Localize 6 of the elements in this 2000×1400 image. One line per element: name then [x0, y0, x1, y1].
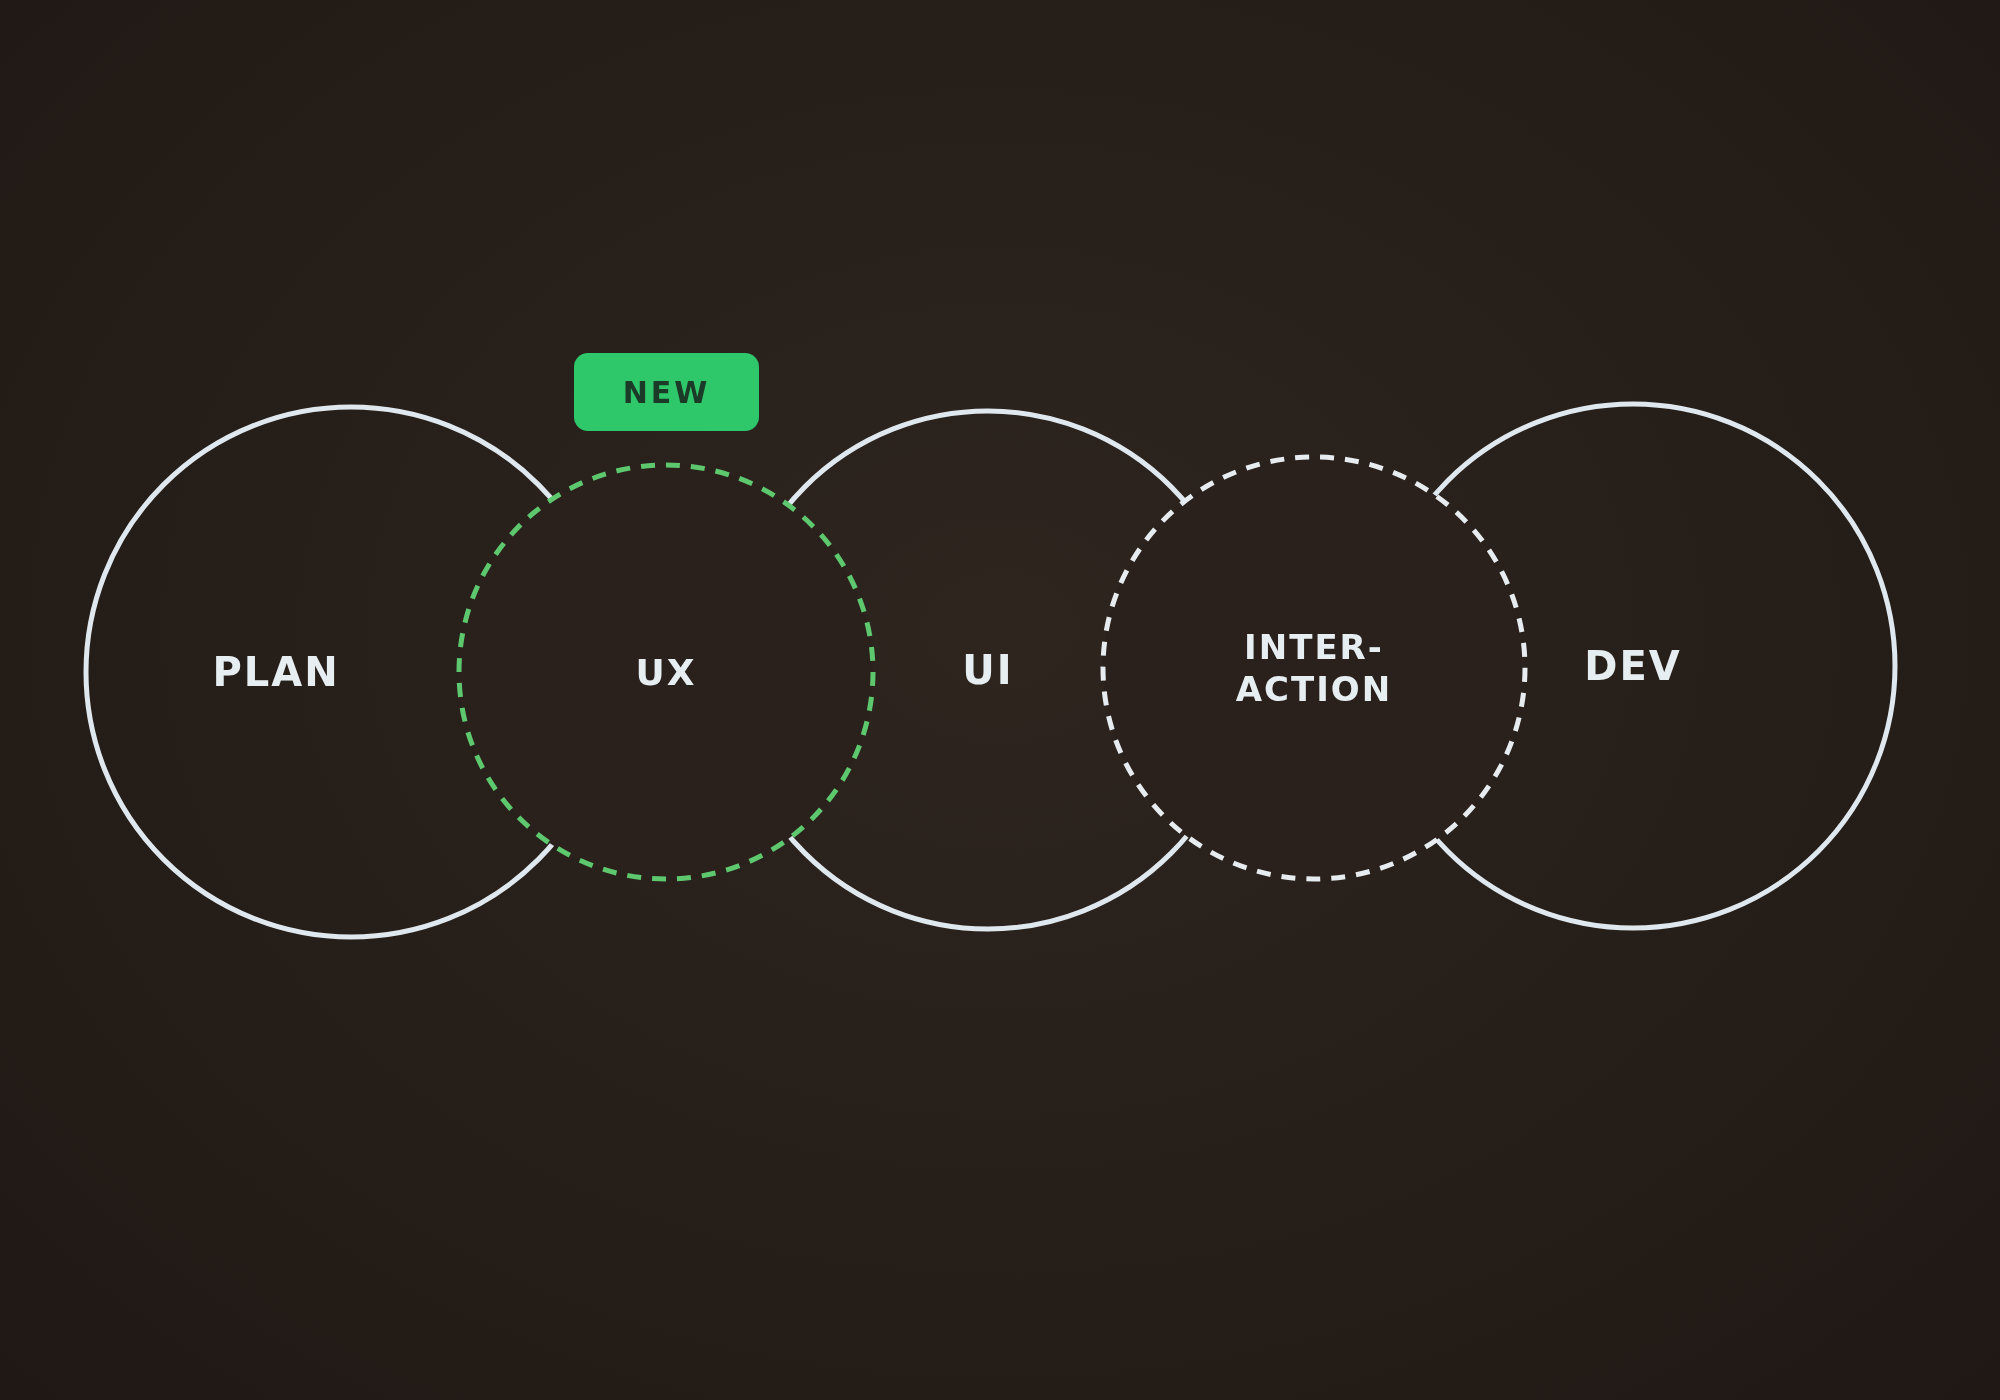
circle-label: INTER- ACTION [1234, 625, 1394, 711]
circle-label: UX [635, 650, 697, 695]
circle-label: UI [962, 646, 1014, 695]
new-badge: NEW [574, 353, 759, 431]
circle-label: DEV [1584, 642, 1682, 691]
circle-label: PLAN [212, 648, 340, 697]
